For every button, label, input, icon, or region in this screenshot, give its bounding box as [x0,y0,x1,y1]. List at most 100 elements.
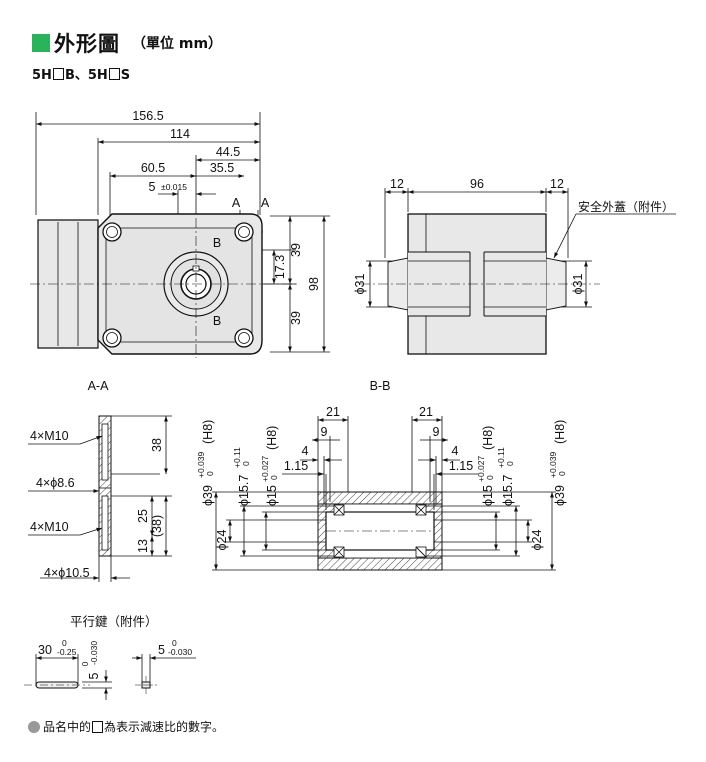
dim-9-right: 9 [433,425,440,439]
dia-15-left-group: ϕ15 +0.027 0 (H8) [260,426,279,506]
key-title: 平行鍵（附件） [70,614,158,629]
dia-39-left-tolerance: +0.039 [196,451,206,478]
section-a-a-dimension-lines [28,415,172,582]
key-labels: 30 0 -0.25 5 0 -0.030 5 0 -0.030 [38,638,192,679]
side-view: 12 96 12 安全外蓋（附件） ϕ31 ϕ31 [353,177,676,355]
section-b-b: B-B [196,379,567,571]
dia-15-right-tolerance-zero: 0 [485,475,495,480]
dia-15-7-left: ϕ15.7 [237,475,251,506]
model-label: 5H B、5H S [32,64,130,83]
dia-39-right-tolerance-zero: 0 [557,471,567,476]
key-length-tolerance-up: 0 [62,638,67,648]
dim-44-5: 44.5 [216,145,240,159]
placeholder-box-icon [52,68,64,80]
dim-1-15-left: 1.15 [284,459,308,473]
flange-section [98,415,112,557]
dim-5-tolerance: ±0.015 [161,182,187,192]
key-height-tolerance-down: -0.030 [89,641,99,665]
dim-38: 38 [150,438,164,452]
dia-15-left-fit: (H8) [265,426,279,450]
dim-39-top: 39 [289,243,303,257]
dim-38-reference: (38) [150,515,164,537]
model-part-1: 5H [32,68,52,83]
dia-15-right-group: ϕ15 +0.027 0 (H8) [476,426,495,506]
side-dimension-labels: 12 96 12 安全外蓋（附件） ϕ31 ϕ31 [353,177,674,294]
section-a-label-2: A [261,196,270,210]
dim-5: 5 [149,180,156,194]
thread-m10-top: 4×M10 [30,429,69,443]
hole-10-5: 4×ϕ10.5 [44,566,90,580]
dim-39-bottom: 39 [289,311,303,325]
key-width-tolerance-up: 0 [172,638,177,648]
dia-39-left-group: ϕ39 +0.039 0 (H8) [196,420,215,506]
dia-15-left: ϕ15 [265,485,279,506]
dim-4-right: 4 [452,444,459,458]
dia-39-right-group: ϕ39 +0.039 0 (H8) [548,420,567,506]
section-a-a-title: A-A [88,379,110,393]
dia-15-right: ϕ15 [481,485,495,506]
dim-1-15-right: 1.15 [449,459,473,473]
placeholder-box-icon [92,720,104,733]
green-square-icon [32,34,50,52]
dim-21-right: 21 [419,405,433,419]
section-a-label-1: A [232,196,241,210]
dim-12-right: 12 [550,177,564,191]
dia-31-left: ϕ31 [353,274,367,295]
model-part-2: B、5H [64,68,108,83]
section-a-a-labels: 4×M10 4×ϕ8.6 4×M10 4×ϕ10.5 38 25 13 (38) [30,429,164,580]
dia-39-left-tolerance-zero: 0 [205,471,215,476]
dim-4-left: 4 [302,444,309,458]
key-height: 5 [87,672,101,679]
dia-15-7-right-tolerance: +0.11 [496,447,506,468]
drawing-header: 外形圖 （單位 mm） [32,28,222,58]
dim-21-left: 21 [326,405,340,419]
section-a-a: A-A [28,379,172,582]
section-b-b-labels: 21 9 4 1.15 21 9 4 1.15 ϕ39 +0.039 0 (H8… [196,405,567,550]
front-view: 156.5 114 44.5 60.5 35.5 5 ±0.015 A A B … [30,109,330,358]
dim-25: 25 [136,509,150,523]
model-part-3: S [120,68,131,83]
key-dimension-lines [35,654,196,700]
section-b-label-2: B [213,314,221,328]
dia-15-7-left-group: ϕ15.7 +0.11 0 [232,447,251,506]
dim-35-5: 35.5 [210,161,234,175]
dim-114: 114 [170,127,190,141]
dia-15-right-fit: (H8) [481,426,495,450]
hollow-shaft-section [317,491,443,571]
dim-156-5: 156.5 [132,109,163,123]
dia-39-right-tolerance: +0.039 [548,451,558,478]
dim-96: 96 [470,177,484,191]
section-b-label-1: B [213,236,221,250]
parallel-key: 平行鍵（附件） 30 0 -0.25 [24,614,196,700]
thread-m10-bottom: 4×M10 [30,520,69,534]
key-width-tolerance-down: -0.030 [168,647,192,657]
dia-31-right: ϕ31 [571,274,585,295]
dia-15-left-tolerance: +0.027 [260,455,270,482]
key-length: 30 [38,643,52,657]
dia-24-right: ϕ24 [530,530,544,551]
hole-8-6: 4×ϕ8.6 [36,476,75,490]
front-dimension-labels: 156.5 114 44.5 60.5 35.5 5 ±0.015 A A B … [132,109,321,328]
placeholder-box-icon [108,68,120,80]
key-width: 5 [158,643,165,657]
front-center-lines [30,218,300,358]
dia-24-left: ϕ24 [215,530,229,551]
dim-12-left: 12 [390,177,404,191]
footnote: 品名中的 為表示減速比的數字。 [28,718,224,735]
drawing-title: 外形圖 [54,32,120,56]
dia-15-7-right-tolerance-zero: 0 [505,461,515,466]
dia-39-left: ϕ39 [201,485,215,506]
dim-60-5: 60.5 [141,161,165,175]
unit-label: （單位 mm） [132,36,223,52]
dim-17-3: 17.3 [273,255,287,279]
dim-9-left: 9 [321,425,328,439]
dia-15-left-tolerance-zero: 0 [269,475,279,480]
dim-98: 98 [307,277,321,291]
bullet-dot-icon [28,720,40,733]
dia-39-right-fit: (H8) [553,420,567,444]
safety-cover-label: 安全外蓋（附件） [578,199,674,214]
dia-15-7-right-group: ϕ15.7 +0.11 0 [496,447,515,506]
footnote-text-after: 為表示減速比的數字。 [104,720,225,734]
